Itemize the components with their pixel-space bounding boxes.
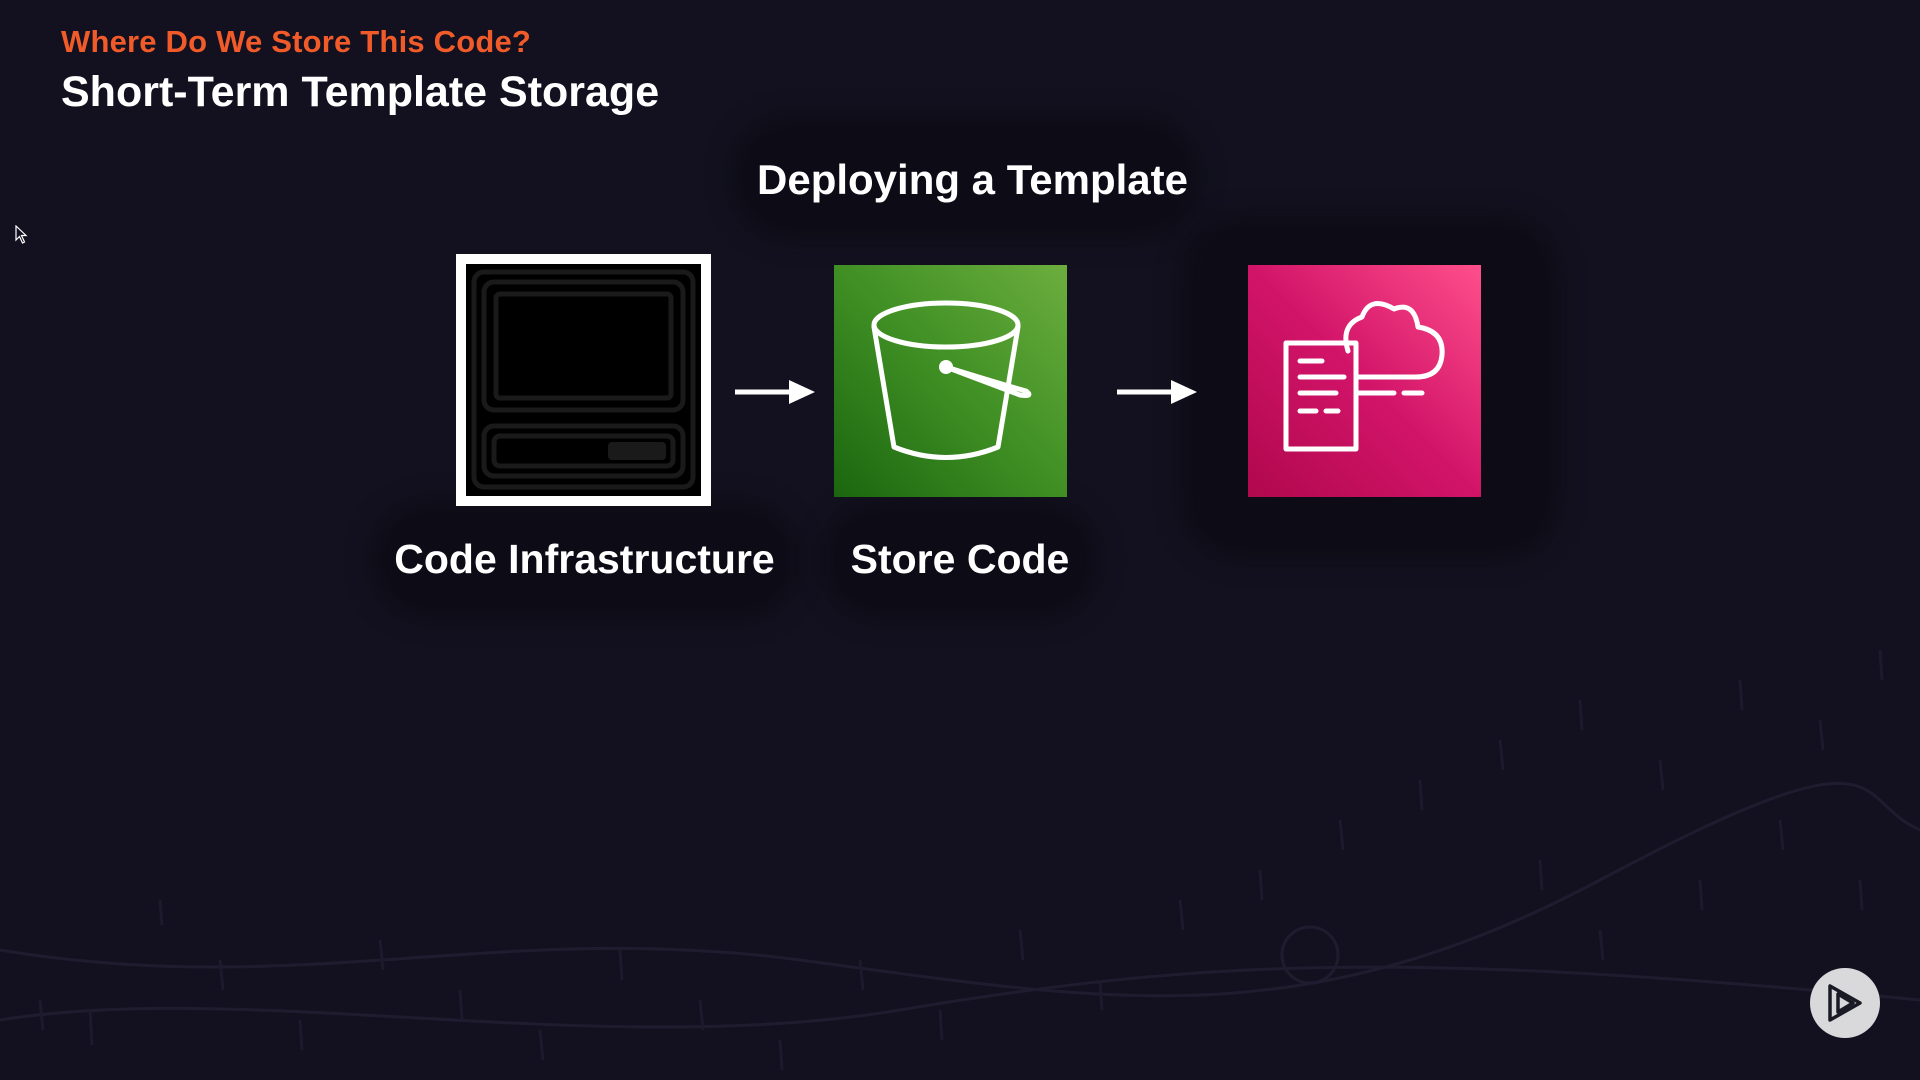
- arrow-right-icon: [1117, 380, 1197, 404]
- slide-kicker: Where Do We Store This Code?: [61, 24, 532, 59]
- arrow-right-icon: [735, 380, 815, 404]
- label-shadow: [370, 500, 800, 620]
- label-shadow: [820, 500, 1100, 620]
- diagram-title: Deploying a Template: [757, 156, 1188, 203]
- s3-bucket-icon: [834, 265, 1067, 497]
- title-shadow: [730, 115, 1200, 240]
- node-label: Code Infrastructure: [394, 536, 775, 582]
- play-logo-icon[interactable]: [1810, 968, 1880, 1038]
- node-label: Store Code: [850, 536, 1070, 582]
- cloudformation-template-icon: [1248, 265, 1481, 497]
- computer-icon: [456, 254, 711, 506]
- mouse-cursor-icon: [15, 225, 28, 244]
- slide-title: Short-Term Template Storage: [61, 68, 660, 116]
